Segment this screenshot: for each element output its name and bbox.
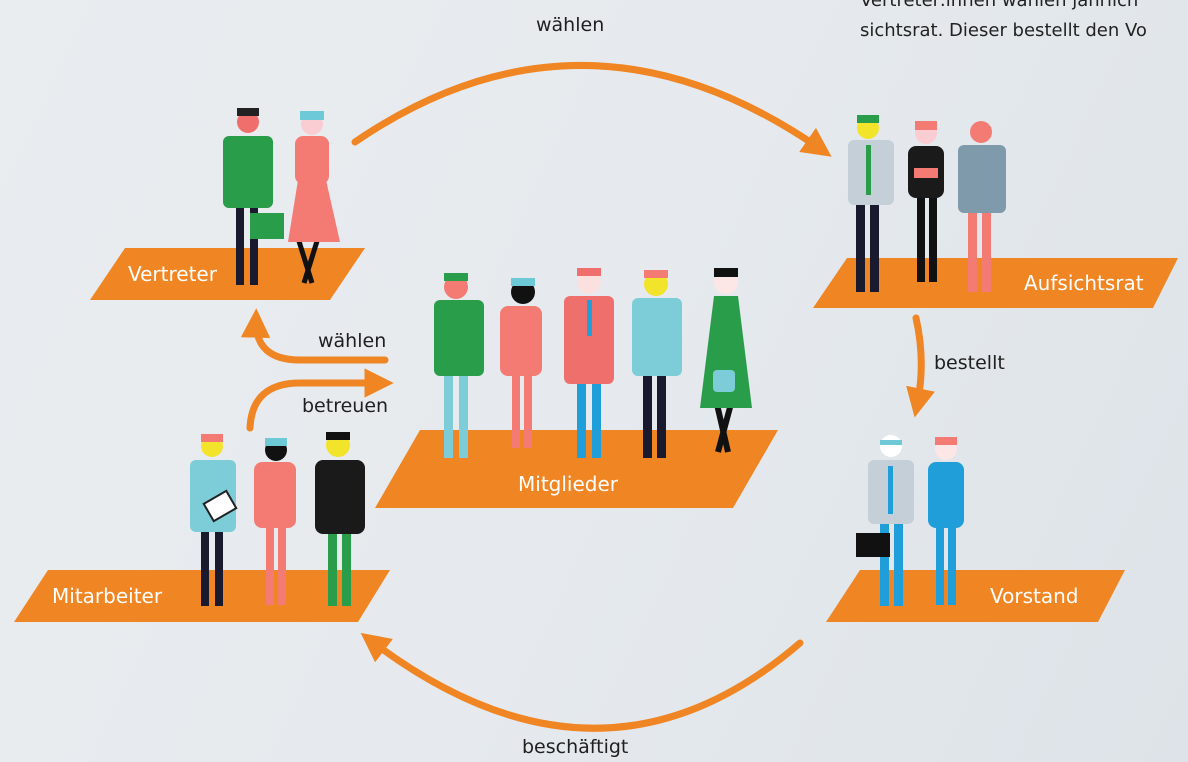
person-figure (856, 435, 914, 606)
edge-label-left-lower: betreuen (302, 395, 389, 417)
arrow-mitarbeiter-to-mitglieder (246, 368, 394, 432)
node-label-vertreter: Vertreter (128, 262, 217, 286)
arrow-vertreter-to-aufsichtsrat (351, 62, 832, 157)
person-figure (190, 434, 238, 606)
person-figure (632, 270, 682, 458)
intro-text-line-1: Vertreter:innen wählen jährlich (860, 0, 1139, 11)
edge-label-top: wählen (536, 14, 605, 36)
person-figure (223, 108, 284, 285)
platform-vorstand (826, 570, 1125, 622)
person-figure (564, 268, 614, 458)
person-figure (958, 121, 1006, 292)
node-label-mitglieder: Mitglieder (518, 472, 618, 496)
arrow-aufsichtsrat-to-vorstand (906, 314, 935, 418)
person-figure (908, 121, 944, 282)
node-label-aufsichtsrat: Aufsichtsrat (1024, 271, 1144, 295)
node-label-mitarbeiter: Mitarbeiter (52, 584, 163, 608)
person-figure (848, 115, 894, 292)
arrow-mitglieder-to-vertreter (240, 308, 389, 364)
person-figure (700, 268, 752, 453)
person-figure (288, 111, 340, 284)
person-figure (315, 432, 365, 606)
edge-label-right: bestellt (934, 352, 1005, 374)
person-figure (254, 438, 296, 605)
person-figure (434, 273, 484, 458)
platform-mitglieder (375, 430, 778, 508)
edge-label-bottom: beschäftigt (522, 736, 629, 758)
platform-aufsichtsrat (813, 258, 1178, 308)
edge-label-left-upper: wählen (318, 330, 387, 352)
person-figure (928, 437, 964, 605)
node-label-vorstand: Vorstand (990, 584, 1079, 608)
intro-text-line-2: sichtsrat. Dieser bestellt den Vo (860, 20, 1147, 41)
platform-vertreter (90, 248, 365, 300)
person-figure (500, 278, 542, 448)
arrow-vorstand-to-mitarbeiter (360, 632, 804, 732)
